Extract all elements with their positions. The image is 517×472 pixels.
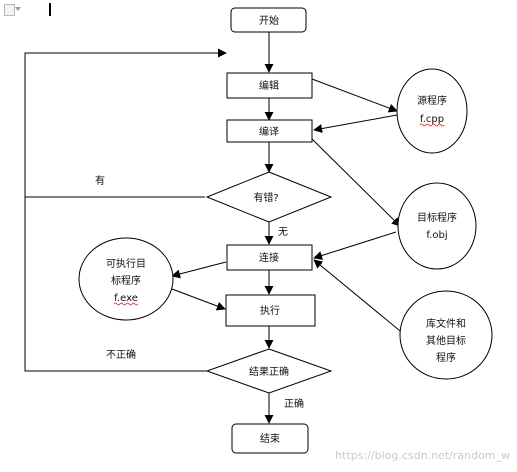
edge-label-correct: 正确	[284, 397, 304, 410]
arrow-source-to-compile	[313, 114, 398, 133]
library-files-line-1: 库文件和	[426, 317, 466, 330]
end-label: 结束	[260, 432, 280, 445]
compile-node	[226, 119, 313, 143]
arrow-library-to-link	[313, 259, 406, 336]
object-program-line-2: f.obj	[426, 230, 447, 241]
executable-program-line-1: 可执行目	[106, 257, 146, 270]
arrow-link-to-exe	[171, 261, 227, 279]
end-node	[231, 423, 309, 454]
source-program-line-1: 源程序	[417, 94, 447, 107]
executable-program-circle	[78, 237, 174, 321]
result-decision-label: 结果正确	[249, 365, 289, 378]
library-files-line-3: 程序	[436, 351, 456, 364]
executable-program-line-3: f.exe	[114, 293, 138, 304]
library-files-circle	[399, 290, 493, 380]
arrow-object-to-link	[313, 231, 397, 260]
edge-label-incorrect: 不正确	[106, 348, 136, 361]
object-program-circle	[397, 182, 477, 270]
arrow-exe-to-run	[171, 288, 226, 311]
compile-label: 编译	[259, 125, 279, 138]
source-program-line-2: f.cpp	[420, 114, 444, 125]
executable-program-line-2: 标程序	[111, 274, 141, 287]
loop-incorrect-back-to-edit	[24, 53, 207, 372]
dropdown-caret-icon[interactable]	[15, 7, 21, 11]
edit-node	[226, 72, 313, 99]
object-program-line-1: 目标程序	[417, 211, 457, 224]
result-decision	[205, 348, 333, 394]
watermark: https://blog.csdn.net/random_w	[335, 449, 510, 462]
edit-label: 编辑	[259, 79, 279, 92]
start-node	[230, 7, 307, 33]
start-label: 开始	[259, 14, 279, 27]
run-label: 执行	[260, 304, 280, 317]
text-cursor	[49, 3, 51, 16]
document-icon	[4, 4, 15, 16]
spellcheck-underline-fcpp	[419, 123, 445, 127]
link-label: 连接	[259, 251, 279, 264]
edge-label-yes: 有	[95, 174, 105, 187]
error-decision-label: 有错?	[253, 191, 278, 204]
error-decision	[205, 171, 333, 223]
arrow-edit-to-source	[311, 78, 398, 113]
run-node	[225, 294, 316, 327]
arrow-compile-to-object	[311, 138, 401, 227]
source-program-circle	[396, 68, 468, 154]
library-files-line-2: 其他目标	[426, 334, 466, 347]
spellcheck-underline-fexe	[113, 302, 139, 306]
link-node	[226, 244, 313, 271]
loop-error-back-to-edit	[24, 48, 227, 198]
edge-label-no: 无	[278, 227, 288, 238]
